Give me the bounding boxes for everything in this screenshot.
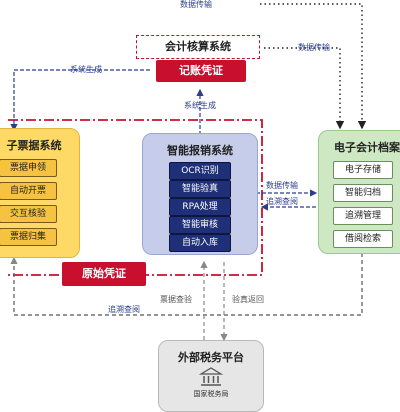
tax-bureau-label: 国家税务局 [193, 390, 229, 398]
archive-item-filing[interactable]: 智能归档 [333, 184, 393, 202]
accounting-system-box[interactable]: 会计核算系统 [136, 35, 260, 59]
edge-label-system-generate-left: 系统生成 [70, 65, 102, 74]
original-voucher-label: 原始凭证 [62, 262, 146, 286]
sub-invoice-title: 子票据系统 [6, 139, 62, 152]
reimbursement-item-verify[interactable]: 智能验真 [169, 180, 231, 198]
sub-invoice-item-apply[interactable]: 票据申领 [0, 159, 57, 177]
edge-label-data-transfer-center: 数据传输 [266, 181, 298, 190]
voucher-label: 记账凭证 [156, 60, 246, 82]
sub-invoice-item-auto-issue[interactable]: 自动开票 [0, 182, 57, 200]
reimbursement-item-store[interactable]: 自动入库 [169, 234, 231, 252]
tax-platform-panel: 外部税务平台 国家税务局 [158, 340, 264, 412]
archive-item-borrow[interactable]: 借阅检索 [333, 230, 393, 248]
reimbursement-item-rpa[interactable]: RPA处理 [169, 198, 231, 216]
edge-label-data-transfer-right: 数据传输 [298, 43, 330, 52]
edge-label-trace-query-bottom: 追溯查阅 [108, 305, 140, 314]
bank-building-icon [199, 367, 223, 386]
reimbursement-item-audit[interactable]: 智能审核 [169, 216, 231, 234]
edge-label-system-generate-mid: 系统生成 [184, 101, 216, 110]
reimbursement-item-ocr[interactable]: OCR识别 [169, 162, 231, 180]
archive-panel: 电子会计档案 电子存储 智能归档 追溯管理 借阅检索 [318, 130, 400, 254]
edge-label-trace-query-center: 追溯查阅 [266, 197, 298, 206]
sub-invoice-item-collect[interactable]: 票据归集 [0, 228, 57, 246]
sub-invoice-panel: 子票据系统 票据申领 自动开票 交互核验 票据归集 [0, 128, 80, 258]
top-transfer-label: 数据传输 [180, 0, 212, 9]
tax-platform-title: 外部税务平台 [178, 351, 244, 364]
archive-item-trace[interactable]: 追溯管理 [333, 207, 393, 225]
reimbursement-panel: 智能报销系统 OCR识别 智能验真 RPA处理 智能审核 自动入库 [142, 133, 258, 255]
archive-item-storage[interactable]: 电子存储 [333, 161, 393, 179]
sub-invoice-item-verify[interactable]: 交互核验 [0, 205, 57, 223]
reimbursement-title: 智能报销系统 [167, 144, 233, 157]
edge-label-verify-return: 验真返回 [232, 295, 264, 304]
edge-label-invoice-verify: 票据查验 [160, 295, 192, 304]
archive-title: 电子会计档案 [334, 141, 400, 154]
